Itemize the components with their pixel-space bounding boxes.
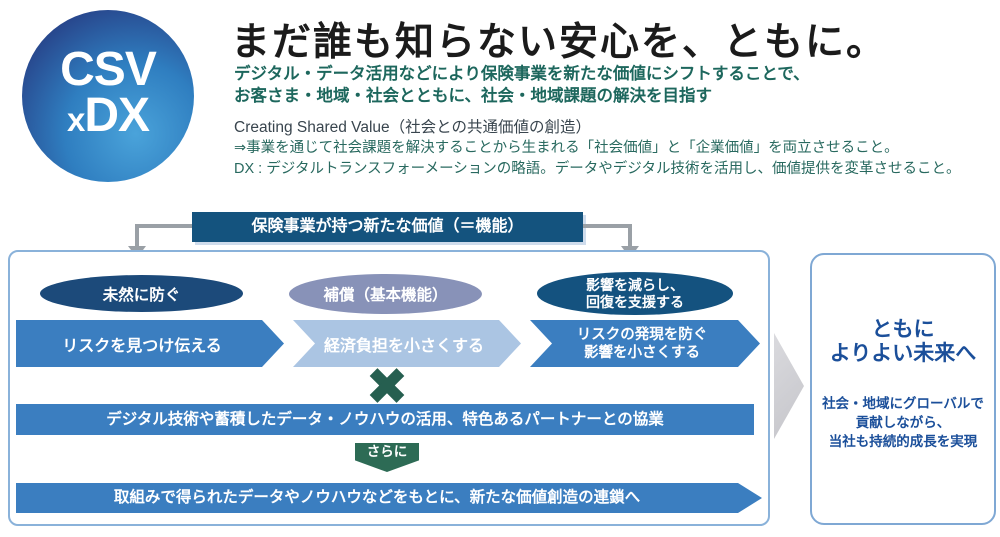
result-arrow-right-icon bbox=[774, 333, 804, 439]
connector-line-left-vertical bbox=[135, 224, 139, 247]
process-arrow-prevent-impact-line-2: 影響を小さくする bbox=[584, 344, 700, 361]
outcome-description-line-3: 当社も持続的成長を実現 bbox=[828, 434, 978, 449]
value-functions-panel: 未然に防ぐ 補償（基本機能） 影響を減らし、 回復を支援する リスクを見つけ伝え… bbox=[8, 250, 770, 526]
mission-line-2: お客さま・地域・社会とともに、社会・地域課題の解決を目指す bbox=[234, 87, 713, 105]
mission-statement: デジタル・データ活用などにより保険事業を新たな価値にシフトすることで、 お客さま… bbox=[234, 63, 810, 107]
outcome-panel: ともに よりよい未来へ 社会・地域にグローバルで 貢献しながら、 当社も持続的成… bbox=[810, 253, 996, 525]
connector-line-left-horizontal bbox=[135, 224, 192, 228]
outcome-title: ともに よりよい未来へ bbox=[812, 318, 994, 366]
connector-line-right-vertical bbox=[628, 224, 632, 247]
ellipse-prevent: 未然に防ぐ bbox=[40, 275, 243, 312]
csv-definition-text: ⇒事業を通じて社会課題を解決することから生まれる「社会価値」と「企業価値」を両立… bbox=[234, 140, 899, 156]
value-chain-arrow-bar: 取組みで得られたデータやノウハウなどをもとに、新たな価値創造の連鎖へ bbox=[16, 483, 762, 513]
ellipse-reduce-support: 影響を減らし、 回復を支援する bbox=[537, 272, 733, 315]
logo-text-csv: CSV bbox=[60, 43, 157, 96]
outcome-description-line-2: 貢献しながら、 bbox=[855, 415, 951, 430]
process-arrow-identify-risk: リスクを見つけ伝える bbox=[16, 320, 284, 367]
dx-definition-text: DX : デジタルトランスフォーメーションの略語。データやデジタル技術を活用し、… bbox=[234, 161, 961, 177]
csv-definition-heading: Creating Shared Value（社会との共通価値の創造） bbox=[234, 119, 592, 136]
outcome-description-line-1: 社会・地域にグローバルで bbox=[822, 396, 984, 411]
outcome-title-line-1: ともに bbox=[871, 318, 935, 341]
connector-line-right-horizontal bbox=[583, 224, 632, 228]
furthermore-tab: さらに bbox=[355, 443, 419, 472]
outcome-title-line-2: よりよい未来へ bbox=[829, 342, 977, 365]
insurance-value-banner: 保険事業が持つ新たな価値（＝機能） bbox=[192, 212, 583, 242]
mission-line-1: デジタル・データ活用などにより保険事業を新たな価値にシフトすることで、 bbox=[234, 65, 810, 83]
logo-text-xdx: xDX bbox=[66, 89, 150, 144]
ellipse-reduce-support-line-2: 回復を支援する bbox=[586, 293, 684, 310]
process-arrow-reduce-burden: 経済負担を小さくする bbox=[293, 320, 521, 367]
logo-text-dx: DX bbox=[84, 89, 150, 142]
definition-notes: Creating Shared Value（社会との共通価値の創造） ⇒事業を通… bbox=[234, 117, 960, 180]
process-arrow-prevent-impact-line-1: リスクの発現を防ぐ bbox=[576, 326, 708, 343]
csv-dx-logo-icon: CSV xDX bbox=[22, 10, 194, 182]
process-arrow-prevent-impact: リスクの発現を防ぐ 影響を小さくする bbox=[530, 320, 760, 367]
page-title: まだ誰も知らない安心を、ともに。 bbox=[231, 21, 888, 64]
collaboration-bar: デジタル技術や蓄積したデータ・ノウハウの活用、特色あるパートナーとの協業 bbox=[16, 404, 754, 435]
ellipse-compensation: 補償（基本機能） bbox=[289, 274, 482, 314]
outcome-description: 社会・地域にグローバルで 貢献しながら、 当社も持続的成長を実現 bbox=[812, 394, 994, 451]
logo-text-x: x bbox=[66, 101, 85, 138]
multiply-icon bbox=[369, 368, 405, 404]
ellipse-reduce-support-line-1: 影響を減らし、 bbox=[586, 276, 684, 293]
